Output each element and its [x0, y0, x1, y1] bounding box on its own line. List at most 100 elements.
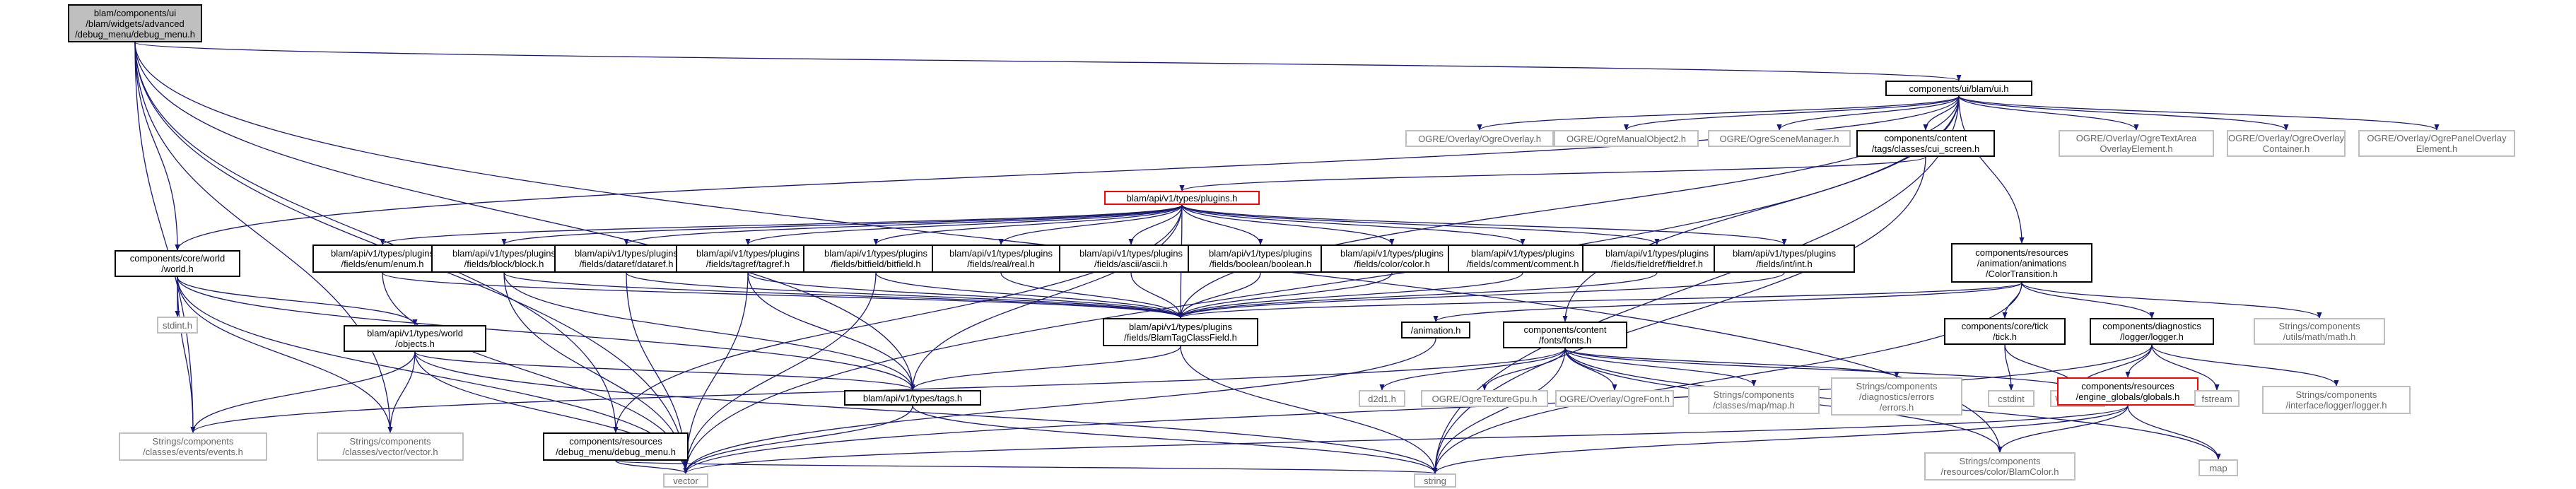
node-label: Strings/components /resources/color/Blam…: [1940, 456, 2059, 477]
edge-colortrans-to-tick: [2002, 282, 2022, 319]
edge-blamui-to-ogretextarea: [1958, 95, 2139, 131]
node-fonts[interactable]: components/content /fonts/fonts.h: [1503, 322, 1627, 348]
edge-logger-to-globals: [2125, 344, 2153, 378]
node-root: blam/components/ui /blam/widgets/advance…: [68, 4, 202, 42]
node-tags[interactable]: blam/api/v1/types/tags.h: [844, 390, 981, 406]
node-pbitfield[interactable]: blam/api/v1/types/plugins /fields/bitfie…: [803, 245, 949, 273]
edge-root-to-tags: [134, 42, 915, 391]
edge-pblock-to-tags: [503, 272, 915, 391]
node-animation[interactable]: /animation.h: [1401, 322, 1470, 338]
edge-blamui-to-ogreoverlay: [1477, 95, 1960, 131]
edge-cuscreen-to-string: [1432, 156, 1926, 474]
edge-blamui-to-cuscreen: [1923, 95, 1960, 131]
node-pblock[interactable]: blam/api/v1/types/plugins /fields/block/…: [431, 245, 577, 273]
node-tick[interactable]: components/core/tick /tick.h: [1944, 318, 2066, 345]
node-label: components/content /fonts/fonts.h: [1523, 324, 1607, 346]
edge-worldobj-to-string: [414, 351, 1438, 474]
edge-blamui-to-ogrescene: [1776, 95, 1960, 131]
edge-pbitfield-to-vector: [683, 272, 877, 474]
node-label: blam/api/v1/types/plugins /fields/bitfie…: [824, 248, 927, 269]
node-blamui[interactable]: components/ui/blam/ui.h: [1885, 81, 2032, 96]
node-resdebug[interactable]: components/resources /debug_menu/debug_m…: [543, 432, 689, 461]
node-label: /animation.h: [1410, 324, 1461, 336]
node-d2d1: d2d1.h: [1359, 390, 1405, 407]
node-pdataref[interactable]: blam/api/v1/types/plugins /fields/datare…: [554, 245, 698, 273]
node-label: Strings/components /classes/vector/vecto…: [342, 436, 438, 457]
node-label: blam/api/v1/types/plugins /fields/datare…: [575, 248, 678, 269]
edge-colortrans-to-blamtag: [1178, 282, 2022, 319]
edge-world-to-tags: [177, 276, 915, 391]
node-ogrecontainer: OGRE/Overlay/OgreOverlay Container.h: [2227, 130, 2346, 157]
node-label: components/resources /animation/animatio…: [1975, 247, 2068, 279]
node-ogremanual: OGRE/OgreManualObject2.h: [1554, 130, 1699, 147]
node-pascii[interactable]: blam/api/v1/types/plugins /fields/ascii/…: [1059, 245, 1203, 273]
node-preal[interactable]: blam/api/v1/types/plugins /fields/real/r…: [932, 245, 1070, 273]
edge-blamui-to-ogrecontainer: [1958, 95, 2289, 131]
edge-pdataref-to-blamtag: [626, 272, 1183, 319]
node-fstream: fstream: [2194, 390, 2240, 407]
node-penum[interactable]: blam/api/v1/types/plugins /fields/enum/e…: [312, 245, 452, 273]
node-globals[interactable]: components/resources /engine_globals/glo…: [2057, 377, 2199, 406]
edge-pboolean-to-blamtag: [1178, 272, 1261, 319]
edge-world-to-worldobj: [177, 276, 418, 326]
edge-plugins-to-ptagref: [745, 204, 1183, 245]
node-label: blam/api/v1/types/plugins /fields/tagref…: [696, 248, 800, 269]
node-worldobj[interactable]: blam/api/v1/types/world /objects.h: [344, 325, 486, 352]
node-pcolor[interactable]: blam/api/v1/types/plugins /fields/color/…: [1321, 245, 1463, 273]
edge-root-to-events: [134, 42, 196, 433]
edge-plugins-to-pfieldref: [1181, 204, 1660, 245]
node-label: blam/api/v1/types/plugins.h: [1126, 192, 1238, 204]
edge-fonts-to-ogretexgpu: [1482, 348, 1566, 391]
node-world[interactable]: components/core/world /world.h: [115, 250, 240, 277]
edge-plugins-to-preal: [998, 204, 1183, 245]
node-blamcolor: Strings/components /resources/color/Blam…: [1924, 452, 2076, 481]
edge-pcolor-to-blamtag: [1178, 272, 1393, 319]
node-ilogger: Strings/components /interface/logger/log…: [2262, 386, 2411, 414]
node-ogretexgpu: OGRE/OgreTextureGpu.h: [1421, 390, 1548, 407]
edge-worldobj-to-tags: [414, 351, 915, 391]
node-logger[interactable]: components/diagnostics /logger/logger.h: [2090, 318, 2214, 345]
node-label: blam/api/v1/types/plugins /fields/boolea…: [1209, 248, 1312, 269]
node-label: blam/components/ui /blam/widgets/advance…: [75, 7, 195, 40]
node-blamtag[interactable]: blam/api/v1/types/plugins /fields/BlamTa…: [1103, 318, 1258, 346]
edge-globals-to-map: [2127, 405, 2221, 460]
edge-logger-to-vector: [683, 344, 2153, 474]
node-label: OGRE/Overlay/OgreOverlay Container.h: [2228, 133, 2344, 154]
node-label: cstdint: [1998, 393, 2025, 404]
node-ogrefont: OGRE/Overlay/OgreFont.h: [1555, 390, 1674, 407]
edge-ptagref-to-vector: [683, 272, 749, 474]
edge-root-to-blamui: [134, 42, 1961, 81]
edge-colortrans-to-mathh: [2021, 282, 2322, 319]
node-label: blam/api/v1/types/tags.h: [862, 392, 963, 403]
node-vectorh: Strings/components /classes/vector/vecto…: [317, 432, 464, 461]
edge-world-to-vectorh: [177, 276, 393, 433]
node-label: components/core/world /world.h: [129, 253, 226, 274]
node-vector: vector: [663, 473, 708, 488]
node-plugins[interactable]: blam/api/v1/types/plugins.h: [1104, 191, 1260, 205]
node-label: stdint.h: [163, 319, 192, 331]
node-label: blam/api/v1/types/plugins /fields/BlamTa…: [1124, 322, 1237, 343]
node-label: blam/api/v1/types/plugins /fields/int/in…: [1733, 248, 1836, 269]
edge-world-to-events: [177, 276, 196, 433]
node-pfieldref[interactable]: blam/api/v1/types/plugins /fields/fieldr…: [1582, 245, 1732, 273]
edge-globals-to-string: [1432, 405, 2129, 474]
node-pboolean[interactable]: blam/api/v1/types/plugins /fields/boolea…: [1188, 245, 1333, 273]
node-label: OGRE/Overlay/OgrePanelOverlay Element.h: [2367, 133, 2507, 154]
node-colortrans[interactable]: components/resources /animation/animatio…: [1951, 243, 2092, 283]
node-label: vector: [673, 475, 698, 486]
edge-blamui-to-colortrans: [1958, 95, 2025, 244]
node-pcomment[interactable]: blam/api/v1/types/plugins /fields/commen…: [1448, 245, 1598, 273]
node-label: blam/api/v1/types/plugins /fields/ascii/…: [1079, 248, 1183, 269]
node-pint[interactable]: blam/api/v1/types/plugins /fields/int/in…: [1714, 245, 1855, 273]
edge-ptagref-to-blamtag: [747, 272, 1183, 319]
node-label: Strings/components /classes/map/map.h: [1713, 389, 1795, 411]
node-cuscreen[interactable]: components/content /tags/classes/cui_scr…: [1856, 130, 1995, 157]
node-label: Strings/components /utils/math/math.h: [2278, 321, 2360, 342]
edge-fonts-to-windows: [1564, 348, 2080, 391]
node-ptagref[interactable]: blam/api/v1/types/plugins /fields/tagref…: [676, 245, 820, 273]
node-label: OGRE/OgreSceneManager.h: [1719, 133, 1839, 144]
node-stdint: stdint.h: [157, 317, 198, 334]
edge-globals-to-blamcolor: [1997, 405, 2129, 453]
node-label: components/content /tags/classes/cui_scr…: [1871, 133, 1980, 154]
